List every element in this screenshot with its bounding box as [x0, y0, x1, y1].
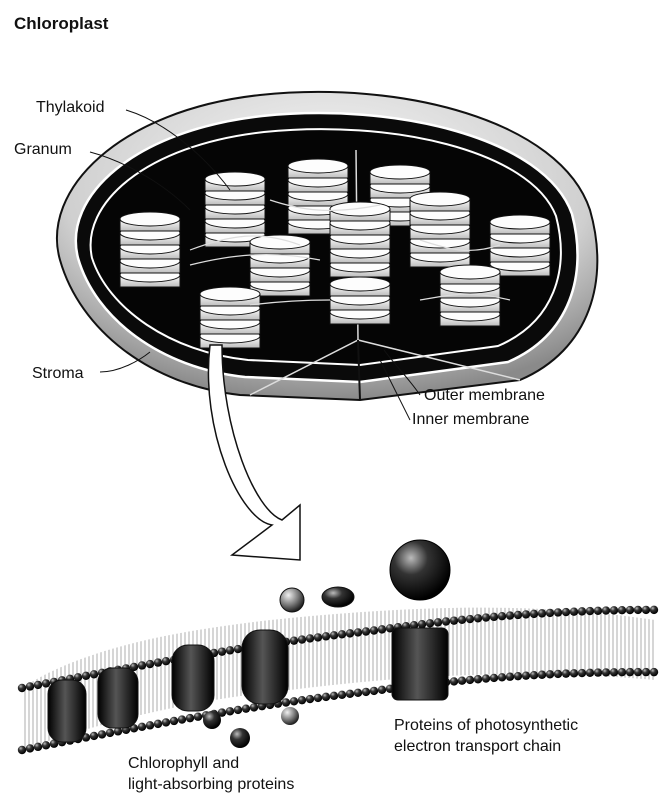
granum-stack — [330, 277, 390, 324]
granum-stack — [410, 192, 470, 267]
stroma-label: Stroma — [32, 364, 84, 384]
etc-proteins-label-line1: Proteins of photosynthetic — [394, 716, 578, 736]
granum-stack — [120, 212, 180, 287]
chlorophyll-label-line1: Chlorophyll and — [128, 754, 239, 774]
outer-membrane-label: Outer membrane — [424, 386, 545, 406]
granum-label: Granum — [14, 140, 72, 160]
granum-stack — [250, 235, 310, 296]
granum-stack — [330, 202, 390, 277]
chlorophyll-label-line2: light-absorbing proteins — [128, 775, 294, 795]
etc-proteins-label-line2: electron transport chain — [394, 737, 561, 757]
inner-membrane-label: Inner membrane — [412, 410, 529, 430]
granum-stack — [200, 287, 260, 348]
thylakoid-label: Thylakoid — [36, 98, 104, 118]
